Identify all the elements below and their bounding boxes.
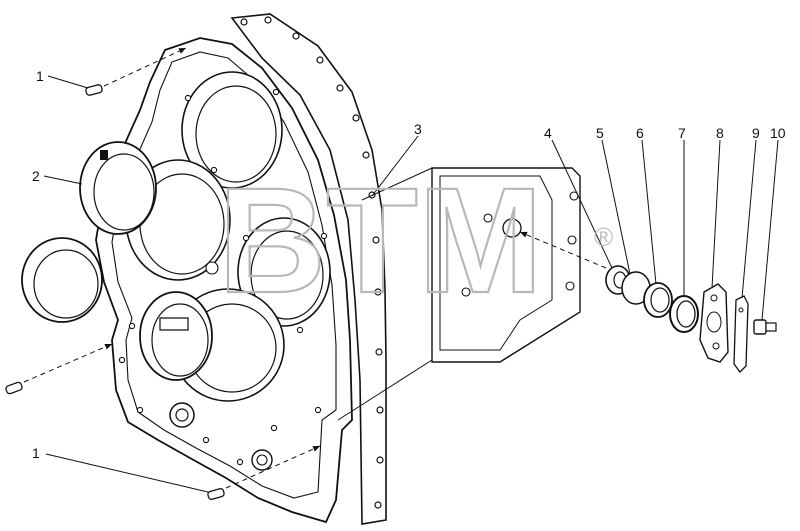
dowel-pin-bottom: [207, 445, 321, 500]
callout-2: 2: [32, 168, 40, 184]
svg-text:®: ®: [594, 222, 613, 252]
detail-view: [337, 167, 607, 421]
callout-4: 4: [544, 125, 552, 141]
seal-part-6: [643, 282, 673, 318]
watermark: BTM ®: [217, 155, 613, 325]
svg-text:BTM: BTM: [218, 156, 543, 324]
bushing-upper: [79, 141, 157, 235]
callout-8: 8: [716, 125, 724, 141]
bolt-part-10: [753, 319, 777, 335]
seal-part-8: [699, 283, 729, 363]
callout-10: 10: [770, 125, 786, 141]
callout-9: 9: [752, 125, 760, 141]
callout-1-top: 1: [36, 68, 44, 84]
callout-7: 7: [678, 125, 686, 141]
callout-3: 3: [414, 121, 422, 137]
seal-part-9: [733, 295, 749, 373]
bushing-left: [21, 237, 103, 323]
bushing-lower: [139, 291, 213, 381]
callout-1-bottom: 1: [32, 445, 40, 461]
cover-holes: [118, 88, 328, 466]
dowel-pin-left: [5, 343, 113, 395]
dowel-pin-top: [85, 47, 187, 96]
boss-bottom: [169, 402, 273, 471]
callout-labels: 1 2 3 4 5 6 7 8 9 10 1: [32, 68, 786, 461]
flange-bolt-holes: [240, 16, 384, 509]
seal-part-7: [669, 295, 699, 333]
callout-6: 6: [636, 125, 644, 141]
upper-bore: [181, 71, 283, 189]
cover-back-flange: [230, 13, 387, 525]
callout-5: 5: [596, 125, 604, 141]
leader-lines: [43, 75, 779, 493]
